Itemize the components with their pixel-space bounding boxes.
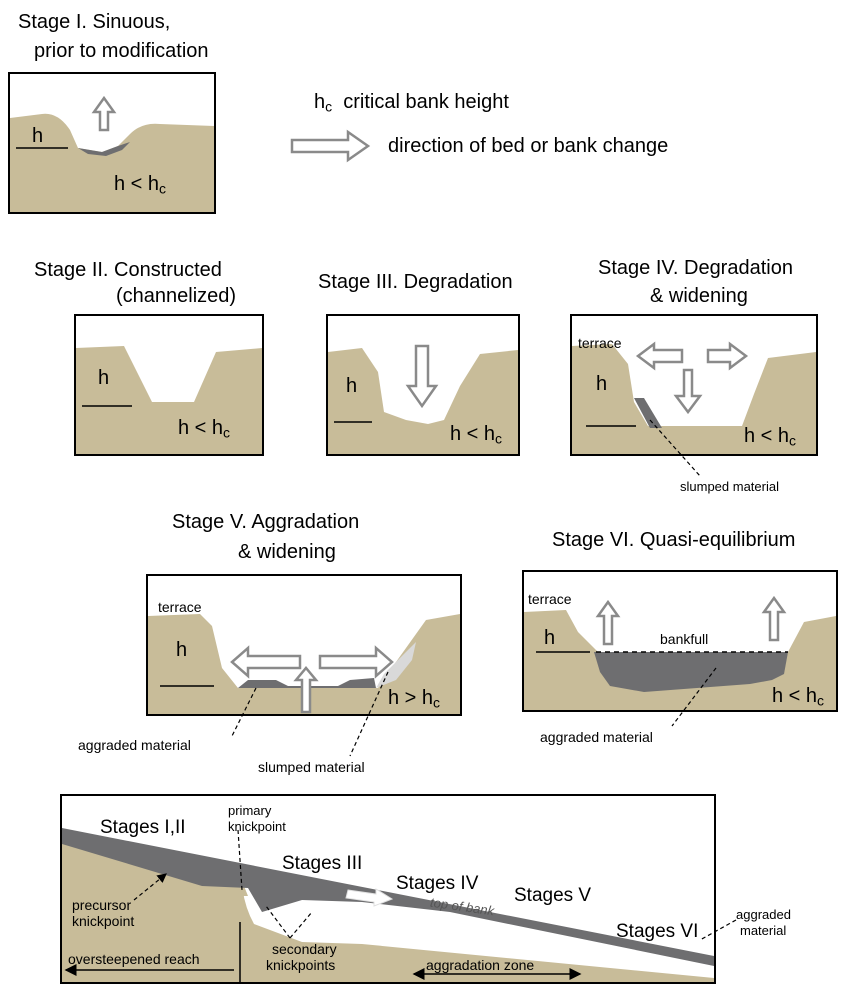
stage5-right-arrow: [318, 645, 394, 679]
stage4-left-arrow: [635, 341, 684, 371]
profile-aggraded-line1: aggraded: [736, 907, 791, 922]
stage3-panel: h h < hc: [326, 314, 520, 456]
stage1-sediment: [78, 142, 130, 156]
stage4-condition: h < hc: [744, 425, 797, 449]
stage6-bankfull-label: bankfull: [660, 631, 709, 647]
stage5-slumped-label: slumped material: [258, 759, 365, 775]
stage1-h-label: h: [32, 125, 44, 147]
profile-panel: Stages I,II primary knickpoint Stages II…: [60, 794, 716, 984]
profile-stages-4: Stages IV: [396, 873, 479, 894]
profile-stages-6: Stages VI: [616, 921, 699, 942]
stage6-title: Stage VI. Quasi-equilibrium: [552, 529, 796, 551]
stage5-up-arrow: [293, 666, 319, 714]
stage6-condition: h < hc: [772, 685, 825, 709]
stage6-terrace: terrace: [528, 591, 572, 607]
stage1-title-line2: prior to modification: [34, 40, 209, 62]
stage3-soil: [328, 348, 518, 454]
stage2-title-line1: Stage II. Constructed: [34, 259, 222, 281]
legend-arrow-text: direction of bed or bank change: [388, 135, 669, 157]
profile-stages-1-2: Stages I,II: [100, 817, 186, 838]
profile-precursor-line2: knickpoint: [72, 913, 135, 929]
stage6-h-label: h: [544, 627, 556, 649]
stage5-terrace: terrace: [158, 599, 202, 615]
stage5-aggraded-label: aggraded material: [78, 737, 191, 753]
stage2-panel: h h < hc: [74, 314, 264, 456]
stage4-slumped-label: slumped material: [680, 479, 779, 494]
stage3-h-label: h: [346, 375, 358, 397]
stage2-condition: h < hc: [178, 417, 231, 441]
stage4-panel: terrace h h < hc: [570, 314, 818, 456]
profile-primary-line2: knickpoint: [228, 819, 286, 834]
profile-primary-line1: primary: [228, 803, 272, 818]
stage4-terrace: terrace: [578, 335, 622, 351]
profile-aggradation-zone: aggradation zone: [426, 957, 535, 973]
stage2-title-line2: (channelized): [116, 285, 237, 307]
stage6-aggraded-label: aggraded material: [540, 729, 653, 745]
stage5-h-label: h: [176, 639, 188, 661]
stage1-condition: h < hc: [114, 173, 167, 197]
stage2-soil: [76, 346, 262, 454]
stage4-right-arrow: [706, 341, 749, 371]
profile-stages-5: Stages V: [514, 885, 592, 906]
legend-arrow-icon: [290, 129, 371, 163]
profile-secondary-line1: secondary: [272, 941, 337, 957]
profile-soil: [62, 834, 714, 982]
stage1-title-line1: Stage I. Sinuous,: [18, 11, 171, 33]
profile-aggraded-line2: material: [740, 923, 787, 938]
profile-precursor-line1: precursor: [72, 897, 132, 913]
stage4-title-line2: & widening: [650, 285, 748, 307]
stage1-soil: [10, 113, 214, 212]
stage5-title-line2: & widening: [238, 541, 336, 563]
stage6-left-up-arrow: [595, 599, 621, 646]
stage2-h-label: h: [98, 367, 110, 389]
stage6-right-up-arrow: [761, 595, 787, 642]
stage4-down-arrow: [673, 368, 703, 415]
stage6-panel: terrace h bankfull h < hc: [522, 570, 838, 712]
stage5-panel: terrace h h > hc: [146, 574, 462, 716]
stage5-title-line1: Stage V. Aggradation: [172, 511, 360, 533]
profile-flow-arrow: [345, 888, 394, 907]
stage3-down-arrow: [405, 344, 439, 409]
stage4-h-label: h: [596, 373, 608, 395]
stage3-condition: h < hc: [450, 423, 503, 447]
stage3-title: Stage III. Degradation: [318, 271, 513, 293]
legend-hc: hc critical bank height: [314, 91, 509, 115]
profile-soil-lower: [62, 848, 248, 896]
stage1-panel: h h < hc: [8, 72, 216, 214]
profile-stages-3: Stages III: [282, 853, 363, 874]
stage5-condition: h > hc: [388, 687, 441, 711]
stage5-aggraded: [238, 678, 376, 688]
profile-oversteepened: oversteepened reach: [68, 951, 200, 967]
profile-secondary-line2: knickpoints: [266, 957, 336, 973]
stage5-left-arrow: [230, 645, 302, 679]
stage1-up-arrow: [91, 95, 117, 132]
stage4-title-line1: Stage IV. Degradation: [598, 257, 793, 279]
